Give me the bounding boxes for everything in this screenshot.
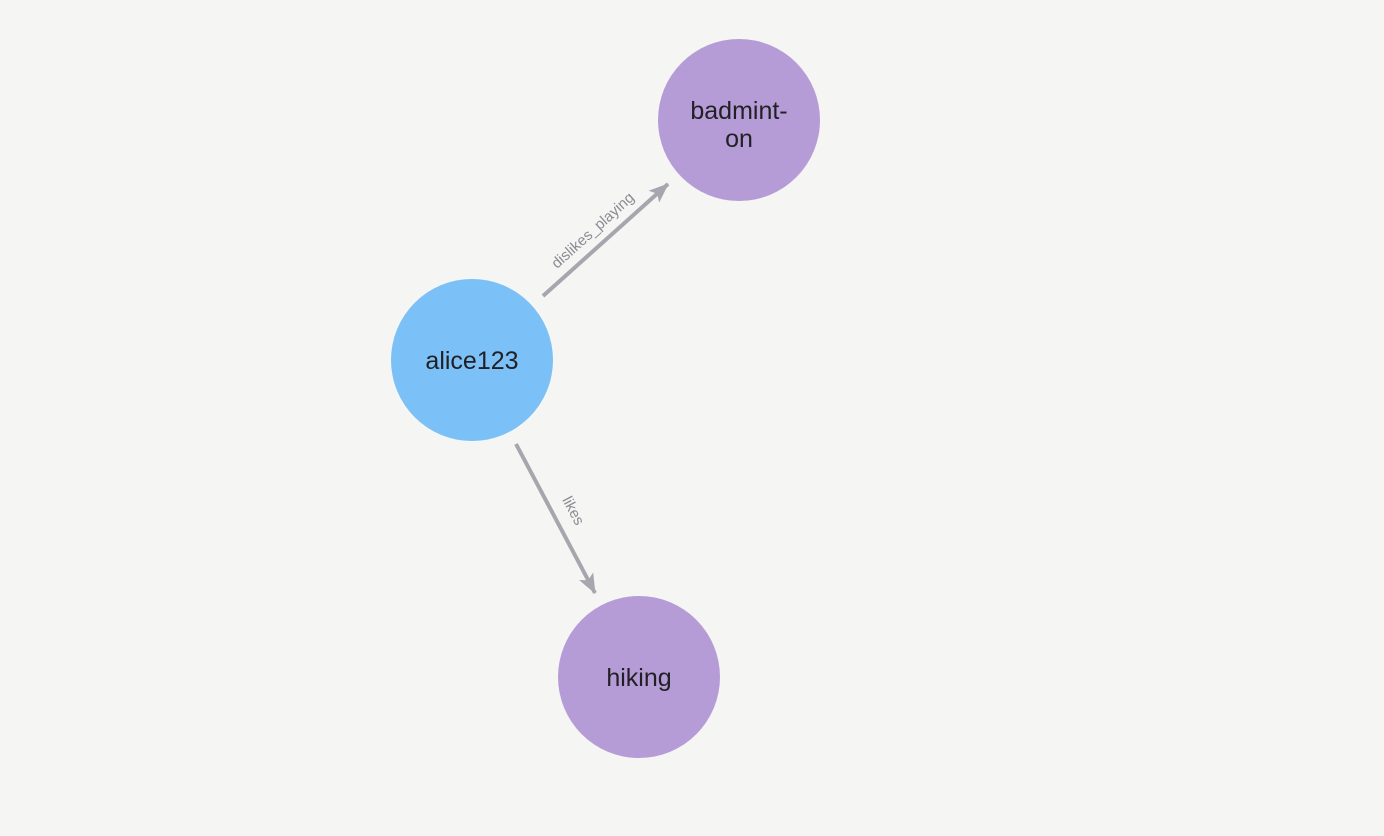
edge-line[interactable] <box>541 182 670 298</box>
node-circle[interactable] <box>558 596 720 758</box>
node-alice123[interactable]: alice123 <box>391 279 553 441</box>
node-circle[interactable] <box>658 39 820 201</box>
edge-line[interactable] <box>514 443 597 594</box>
node-circle[interactable] <box>391 279 553 441</box>
node-badminton[interactable]: badmint- on <box>658 39 820 201</box>
node-hiking[interactable]: hiking <box>558 596 720 758</box>
